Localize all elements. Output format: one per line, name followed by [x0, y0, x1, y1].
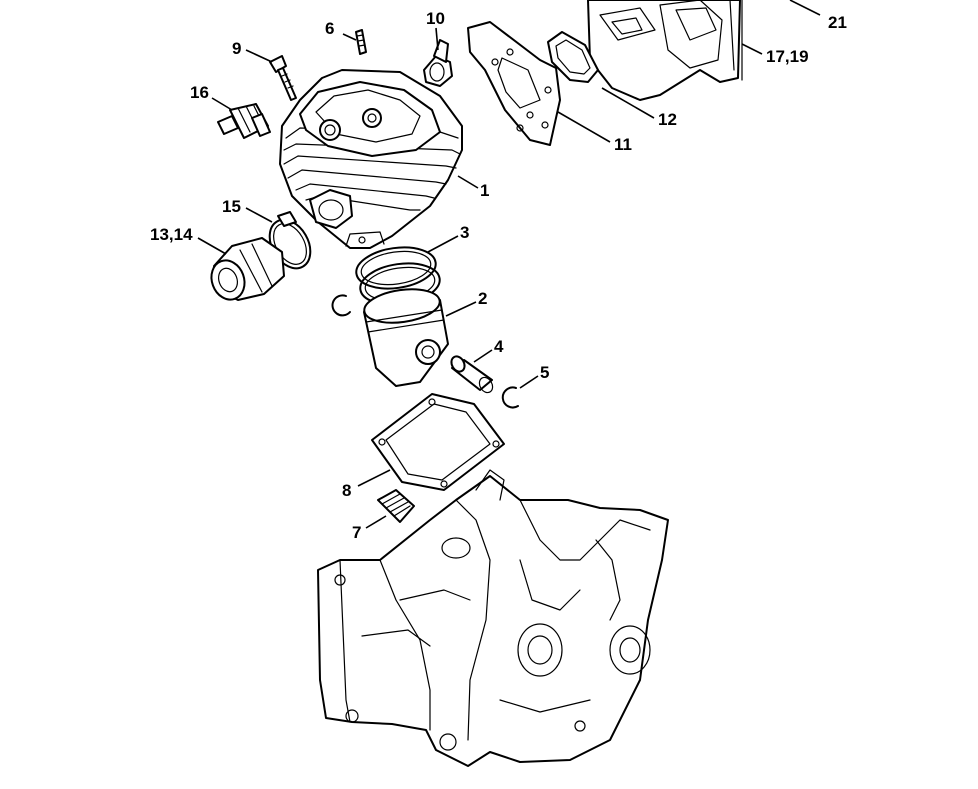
- callout-6: 6: [325, 19, 334, 38]
- callout-16: 16: [190, 83, 209, 102]
- callout-9: 9: [232, 39, 241, 58]
- callout-8: 8: [342, 481, 351, 500]
- callout-13-14: 13,14: [150, 225, 193, 244]
- cylinder-base-gasket-part: [371, 393, 505, 491]
- spark-plug-part: [217, 103, 271, 139]
- heat-shield-plate-part: [467, 21, 561, 146]
- screw-part: [269, 55, 297, 101]
- callout-21: 21: [828, 13, 847, 32]
- callout-3: 3: [460, 223, 469, 242]
- callout-4: 4: [494, 337, 504, 356]
- callout-labels: 1 2 3 4 5 6 7 8 9 10 11 12 13,14 15 16 1…: [150, 9, 847, 542]
- cylinder-part: [279, 69, 463, 249]
- circlip-left-part: [331, 294, 351, 317]
- callout-2: 2: [478, 289, 487, 308]
- crankcase-part: [317, 469, 669, 767]
- callout-11: 11: [614, 135, 632, 154]
- piston-part: [363, 288, 449, 387]
- callout-5: 5: [540, 363, 549, 382]
- circlip-part: [501, 386, 519, 409]
- callout-12: 12: [658, 110, 677, 129]
- callout-7: 7: [352, 523, 361, 542]
- muffler-part: [587, 0, 743, 101]
- callout-1: 1: [480, 181, 489, 200]
- callout-15: 15: [222, 197, 241, 216]
- callout-10: 10: [426, 9, 445, 28]
- needle-bearing-part: [377, 489, 415, 523]
- piston-pin-part: [450, 355, 494, 394]
- muffler-gasket-part: [547, 31, 599, 83]
- callout-17-19: 17,19: [766, 47, 809, 66]
- leader-lines: [197, 0, 821, 529]
- intake-manifold-part: [210, 237, 285, 301]
- stud-part: [355, 29, 367, 55]
